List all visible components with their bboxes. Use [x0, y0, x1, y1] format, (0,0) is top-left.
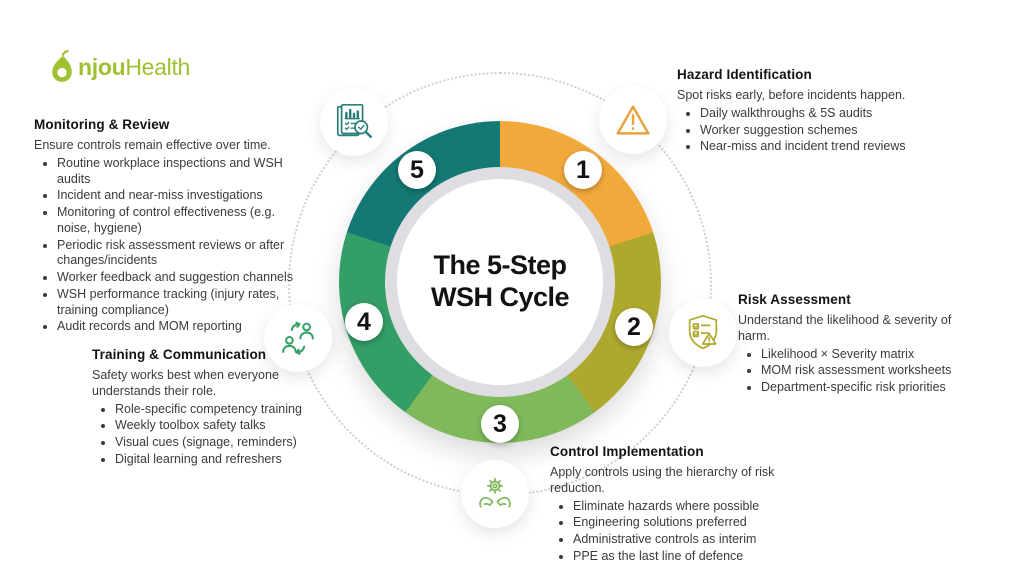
- section-title: Training & Communication: [92, 347, 267, 362]
- bullet-item: Digital learning and refreshers: [115, 452, 330, 468]
- section-bullet-list: Routine workplace inspections and WSH au…: [34, 156, 310, 335]
- step-3-badge: 3: [481, 405, 519, 443]
- avocado-logo-icon: [52, 50, 72, 82]
- people-exchange-icon: [282, 321, 314, 355]
- bullet-item: Eliminate hazards where possible: [573, 499, 782, 515]
- section-training-communication: Training & Communication Safety works be…: [92, 347, 330, 469]
- section-title: Hazard Identification: [677, 67, 812, 82]
- section-title: Control Implementation: [550, 444, 704, 459]
- bullet-item: PPE as the last line of defence: [573, 549, 782, 565]
- warning-triangle-icon: [616, 105, 650, 135]
- bullet-item: Weekly toolbox safety talks: [115, 418, 330, 434]
- bullet-item: Audit records and MOM reporting: [57, 319, 310, 335]
- bullet-item: Monitoring of control effectiveness (e.g…: [57, 205, 310, 237]
- bullet-item: MOM risk assessment worksheets: [761, 363, 978, 379]
- section-hazard-identification: Hazard Identification Spot risks early, …: [677, 67, 929, 156]
- hazard-icon-badge: [599, 86, 667, 154]
- shield-checklist-icon: [688, 314, 718, 350]
- hands-gear-icon: [479, 477, 511, 508]
- section-intro: Safety works best when everyone understa…: [92, 368, 279, 398]
- section-title: Monitoring & Review: [34, 117, 170, 132]
- control-icon-badge: [461, 460, 529, 528]
- section-intro: Spot risks early, before incidents happe…: [677, 88, 906, 102]
- brand-wordmark: njouHealth: [78, 54, 190, 81]
- bullet-item: Incident and near-miss investigations: [57, 188, 310, 204]
- section-risk-assessment: Risk Assessment Understand the likelihoo…: [738, 292, 978, 397]
- section-bullet-list: Daily walkthroughs & 5S auditsWorker sug…: [677, 106, 929, 155]
- section-monitoring-review: Monitoring & Review Ensure controls rema…: [34, 117, 310, 336]
- step-5-badge: 5: [398, 151, 436, 189]
- training-icon-badge: [264, 304, 332, 372]
- bullet-item: Worker suggestion schemes: [700, 123, 929, 139]
- section-intro: Apply controls using the hierarchy of ri…: [550, 465, 775, 495]
- bullet-item: Worker feedback and suggestion channels: [57, 270, 310, 286]
- cycle-center-label: The 5-Step WSH Cycle: [397, 179, 603, 385]
- bullet-item: Periodic risk assessment reviews or afte…: [57, 238, 310, 270]
- cycle-title-line1: The 5-Step: [433, 250, 567, 281]
- bullet-item: Engineering solutions preferred: [573, 515, 782, 531]
- section-bullet-list: Likelihood × Severity matrixMOM risk ass…: [738, 347, 978, 396]
- section-intro: Understand the likelihood & severity of …: [738, 313, 952, 343]
- bullet-item: Role-specific competency training: [115, 402, 330, 418]
- bullet-item: Routine workplace inspections and WSH au…: [57, 156, 310, 188]
- section-title: Risk Assessment: [738, 292, 851, 307]
- brand-name-light: Health: [125, 53, 191, 80]
- bullet-item: Likelihood × Severity matrix: [761, 347, 978, 363]
- section-intro: Ensure controls remain effective over ti…: [34, 138, 271, 152]
- section-control-implementation: Control Implementation Apply controls us…: [550, 444, 782, 566]
- bullet-item: Visual cues (signage, reminders): [115, 435, 330, 451]
- monitoring-icon-badge: [320, 88, 388, 156]
- bullet-item: Department-specific risk priorities: [761, 380, 978, 396]
- cycle-title-line2: WSH Cycle: [430, 282, 570, 312]
- brand-logo: njouHealth: [48, 50, 190, 84]
- risk-icon-badge: [669, 299, 737, 367]
- bullet-item: WSH performance tracking (injury rates, …: [57, 287, 310, 319]
- section-bullet-list: Role-specific competency trainingWeekly …: [92, 402, 330, 468]
- bullet-item: Daily walkthroughs & 5S audits: [700, 106, 929, 122]
- brand-name-bold: njou: [78, 53, 126, 80]
- section-bullet-list: Eliminate hazards where possibleEngineer…: [550, 499, 782, 565]
- bullet-item: Near-miss and incident trend reviews: [700, 139, 929, 155]
- step-1-badge: 1: [564, 151, 602, 189]
- step-4-badge: 4: [345, 303, 383, 341]
- wsh-cycle-donut: The 5-Step WSH Cycle: [339, 121, 661, 443]
- bullet-item: Administrative controls as interim: [573, 532, 782, 548]
- report-magnifier-icon: [336, 103, 372, 139]
- step-2-badge: 2: [615, 308, 653, 346]
